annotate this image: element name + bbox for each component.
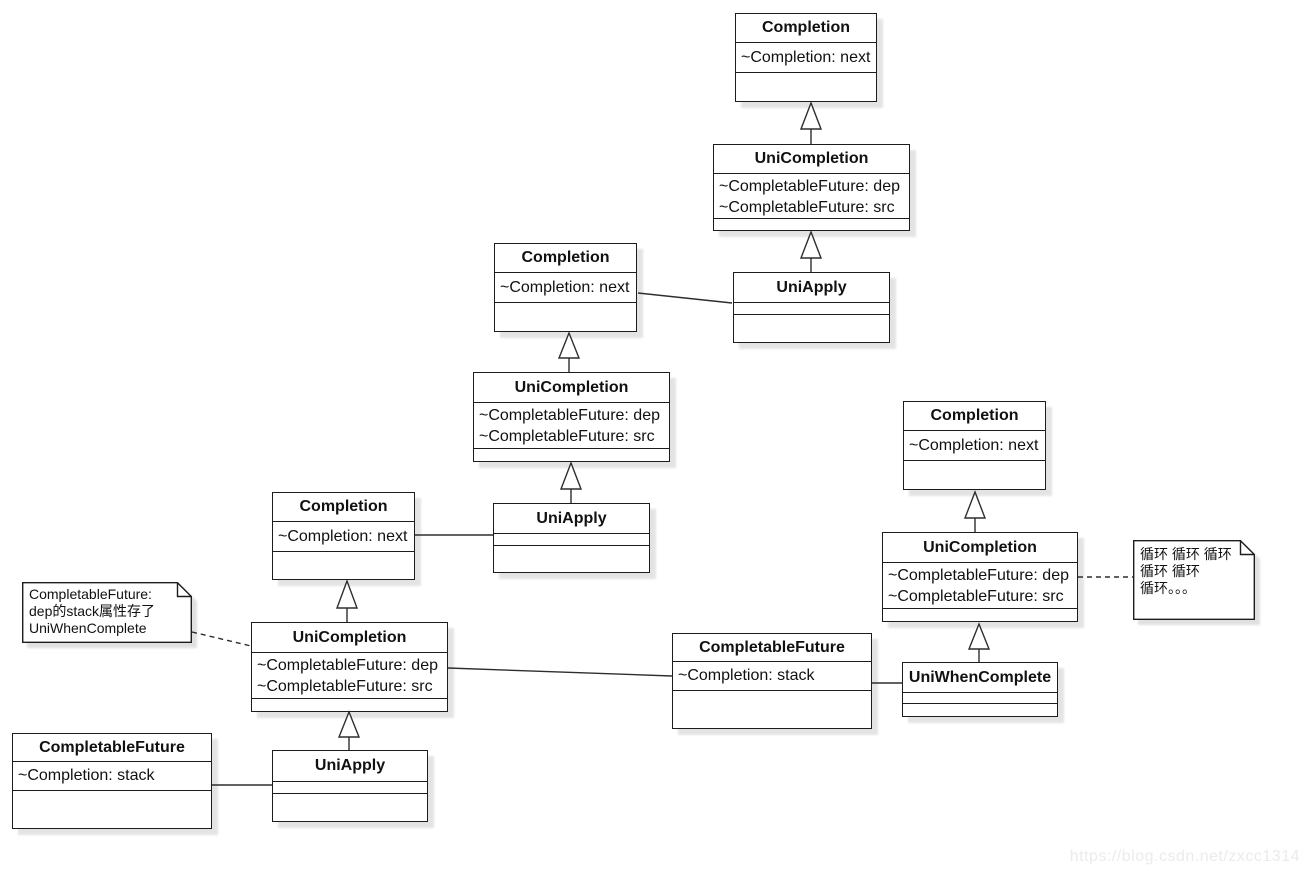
class-unicompletion-g4: UniCompletion ~CompletableFuture: dep ~C… bbox=[882, 532, 1078, 622]
class-attributes: ~Completion: next bbox=[904, 430, 1045, 460]
attribute-line: ~CompletableFuture: dep bbox=[888, 567, 1069, 584]
note-shape-icon bbox=[22, 582, 192, 643]
class-methods-empty bbox=[494, 545, 649, 572]
inheritance-arrow-icon bbox=[559, 461, 583, 490]
class-attributes-empty bbox=[273, 781, 427, 793]
class-title: UniCompletion bbox=[514, 378, 629, 396]
class-title: Completion bbox=[930, 407, 1019, 424]
inheritance-arrow-icon bbox=[967, 622, 991, 650]
class-attributes: ~Completion: stack bbox=[13, 761, 211, 790]
class-attributes: ~CompletableFuture: dep ~CompletableFutu… bbox=[883, 562, 1077, 608]
note-text: CompletableFuture: dep的stack属性存了 UniWhen… bbox=[29, 586, 177, 637]
class-attributes: ~Completion: stack bbox=[673, 661, 871, 690]
class-title: CompletableFuture bbox=[699, 638, 845, 656]
class-uniwhencomplete-g4: UniWhenComplete bbox=[902, 662, 1058, 717]
class-unicompletion-g1: UniCompletion ~CompletableFuture: dep ~C… bbox=[713, 144, 910, 231]
note-left-stack-comment: CompletableFuture: dep的stack属性存了 UniWhen… bbox=[22, 582, 192, 643]
class-completablefuture-g3: CompletableFuture ~Completion: stack bbox=[12, 733, 212, 829]
class-attributes: ~CompletableFuture: dep ~CompletableFutu… bbox=[252, 652, 447, 698]
class-uniapply-g3: UniApply bbox=[272, 750, 428, 822]
attribute-line: ~Completion: next bbox=[500, 278, 630, 296]
class-methods-empty bbox=[252, 698, 447, 711]
attribute-line: ~CompletableFuture: src bbox=[257, 678, 433, 695]
attribute-line: ~CompletableFuture: dep bbox=[719, 178, 900, 195]
class-methods-empty bbox=[904, 460, 1045, 489]
class-title: UniWhenComplete bbox=[908, 668, 1052, 686]
note-line: CompletableFuture: bbox=[29, 586, 152, 602]
note-line: 循环 循环 bbox=[1140, 563, 1200, 579]
class-methods-empty bbox=[734, 314, 889, 342]
class-title: UniCompletion bbox=[292, 628, 407, 646]
class-completion-g3: Completion ~Completion: next bbox=[272, 492, 415, 580]
class-completion-g1: Completion ~Completion: next bbox=[735, 13, 877, 102]
class-methods-empty bbox=[903, 703, 1057, 716]
class-title: Completion bbox=[299, 498, 388, 515]
class-title: UniCompletion bbox=[754, 150, 869, 167]
class-attributes-empty bbox=[494, 533, 649, 545]
attribute-line: ~CompletableFuture: src bbox=[719, 199, 895, 216]
class-title: UniCompletion bbox=[923, 538, 1037, 556]
attribute-line: ~Completion: next bbox=[741, 48, 871, 66]
attribute-line: ~Completion: stack bbox=[18, 767, 155, 784]
class-attributes-empty bbox=[903, 692, 1057, 703]
attribute-line: ~Completion: next bbox=[278, 527, 408, 545]
class-unicompletion-g2: UniCompletion ~CompletableFuture: dep ~C… bbox=[473, 372, 670, 462]
note-line: dep的stack属性存了 bbox=[29, 603, 156, 619]
class-attributes: ~CompletableFuture: dep ~CompletableFutu… bbox=[714, 173, 909, 218]
note-link-left bbox=[191, 631, 252, 647]
class-title: Completion bbox=[521, 249, 610, 266]
class-attributes: ~Completion: next bbox=[273, 521, 414, 551]
class-attributes: ~Completion: next bbox=[736, 42, 876, 72]
class-methods-empty bbox=[495, 302, 636, 331]
attribute-line: ~CompletableFuture: src bbox=[479, 428, 655, 445]
class-methods-empty bbox=[13, 790, 211, 828]
inheritance-arrow-icon bbox=[963, 490, 987, 519]
note-line: 循环。。。 bbox=[1140, 580, 1196, 596]
attribute-line: ~CompletableFuture: dep bbox=[257, 657, 438, 674]
class-unicompletion-g3: UniCompletion ~CompletableFuture: dep ~C… bbox=[251, 622, 448, 712]
class-methods-empty bbox=[474, 448, 669, 461]
attribute-line: ~Completion: next bbox=[909, 436, 1039, 454]
class-methods-empty bbox=[883, 608, 1077, 621]
class-title: CompletableFuture bbox=[39, 738, 185, 756]
class-attributes: ~Completion: next bbox=[495, 272, 636, 302]
class-completion-g2: Completion ~Completion: next bbox=[494, 243, 637, 332]
note-right-loop-comment: 循环 循环 循环 循环 循环 循环。。。 bbox=[1133, 540, 1255, 620]
attribute-line: ~Completion: stack bbox=[678, 667, 815, 684]
watermark-url: https://blog.csdn.net/zxcc1314 bbox=[1069, 848, 1300, 865]
note-text: 循环 循环 循环 循环 循环 循环。。。 bbox=[1140, 546, 1240, 597]
class-methods-empty bbox=[736, 72, 876, 101]
class-methods-empty bbox=[673, 690, 871, 728]
class-attributes: ~CompletableFuture: dep ~CompletableFutu… bbox=[474, 402, 669, 448]
note-shape-icon bbox=[1133, 540, 1255, 620]
class-methods-empty bbox=[273, 793, 427, 821]
class-methods-empty bbox=[273, 551, 414, 579]
class-methods-empty bbox=[714, 218, 909, 230]
association-line-g3unicompletion-g4completablefuture bbox=[447, 667, 673, 677]
inheritance-arrow-icon bbox=[799, 101, 823, 130]
association-line-g2completion-g1uniapply bbox=[637, 292, 733, 304]
attribute-line: ~CompletableFuture: src bbox=[888, 588, 1064, 605]
class-uniapply-g2: UniApply bbox=[493, 503, 650, 573]
inheritance-arrow-icon bbox=[335, 578, 359, 609]
class-title: UniApply bbox=[776, 278, 847, 296]
class-attributes-empty bbox=[734, 302, 889, 314]
inheritance-arrow-icon bbox=[337, 710, 361, 738]
class-title: Completion bbox=[762, 19, 850, 36]
inheritance-arrow-icon bbox=[799, 230, 823, 259]
attribute-line: ~CompletableFuture: dep bbox=[479, 407, 660, 424]
class-title: UniApply bbox=[314, 757, 386, 774]
note-line: 循环 循环 循环 bbox=[1140, 546, 1232, 562]
note-line: UniWhenComplete bbox=[29, 620, 147, 636]
class-uniapply-g1: UniApply bbox=[733, 272, 890, 343]
class-completablefuture-g4: CompletableFuture ~Completion: stack bbox=[672, 633, 872, 729]
class-completion-g4: Completion ~Completion: next bbox=[903, 401, 1046, 490]
inheritance-arrow-icon bbox=[557, 331, 581, 359]
class-title: UniApply bbox=[536, 509, 607, 527]
